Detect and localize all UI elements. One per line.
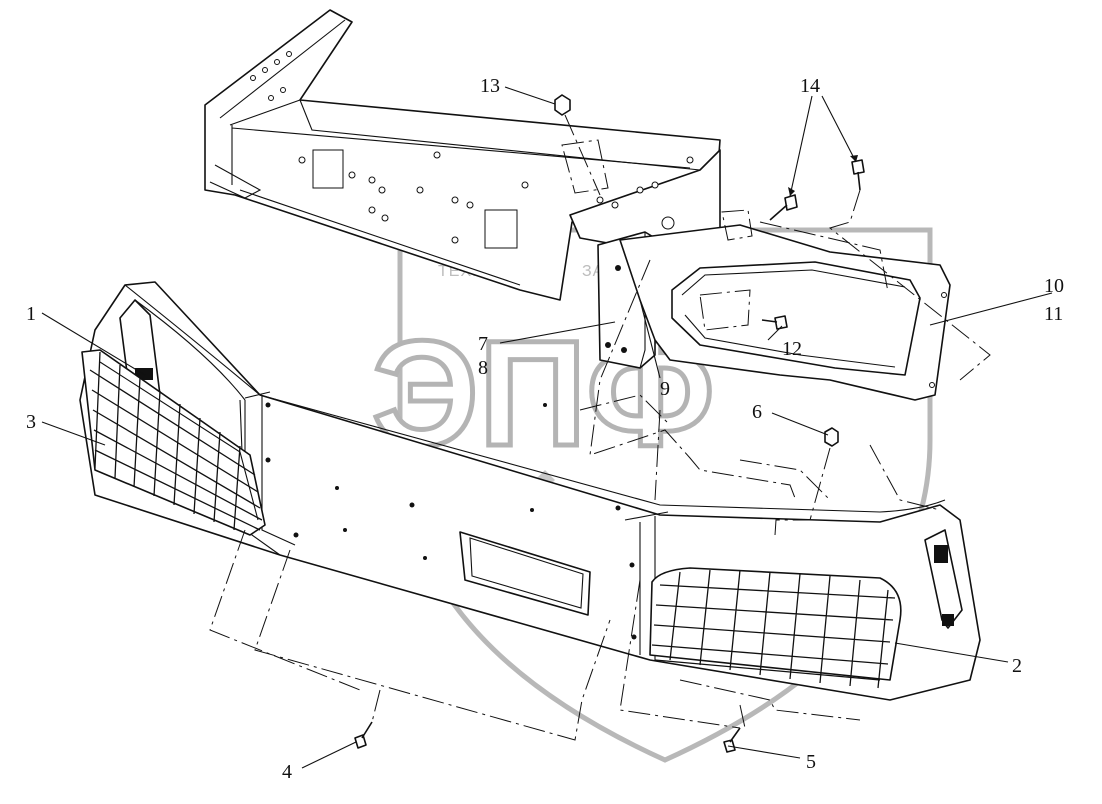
frame-cutout (312, 149, 344, 189)
callout-9: 9 (660, 378, 670, 400)
chassis-frame (204, 9, 721, 301)
callout-3: 3 (26, 411, 36, 433)
leader-lines (41, 86, 1053, 769)
assembly-centerlines (209, 114, 991, 741)
frame-cutout (484, 209, 518, 249)
callout-12: 12 (782, 338, 802, 360)
callout-10: 10 (1044, 275, 1064, 297)
fasteners (354, 94, 865, 753)
side-support-frame (619, 224, 951, 401)
callout-14: 14 (800, 75, 820, 97)
nut-13-icon (554, 94, 571, 116)
bolt-14a-icon (769, 194, 798, 221)
callout-5: 5 (806, 751, 816, 773)
callout-6: 6 (752, 401, 762, 423)
right-headlight-grille (649, 567, 902, 689)
bolt-12-icon (761, 315, 788, 330)
license-plate-recess (459, 531, 591, 616)
callout-1: 1 (26, 303, 36, 325)
callout-13: 13 (480, 75, 500, 97)
frame-holes (250, 51, 694, 244)
callout-labels: 1 2 3 4 5 6 7 8 9 10 11 12 13 14 (26, 75, 1064, 783)
callout-11: 11 (1044, 303, 1063, 325)
callout-4: 4 (282, 761, 292, 783)
bolt-4-icon (354, 721, 373, 749)
bolt-14b-icon (851, 159, 865, 191)
nut-6-icon (824, 427, 839, 447)
bumper-holes (265, 402, 637, 640)
left-headlight-grille (81, 349, 266, 536)
callout-7: 7 (478, 333, 488, 355)
callout-2: 2 (1012, 655, 1022, 677)
callout-8: 8 (478, 357, 488, 379)
